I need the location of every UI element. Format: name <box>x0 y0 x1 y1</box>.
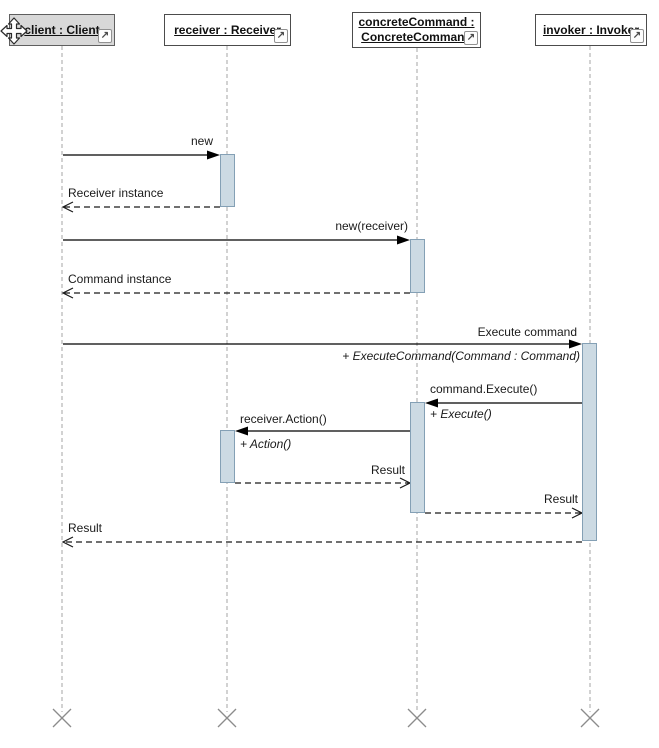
message-label-new-receiver: new(receiver) <box>335 219 408 233</box>
navigate-icon[interactable]: ↗ <box>464 31 478 45</box>
message-label-execute-command: Execute command <box>477 325 577 339</box>
navigate-icon[interactable]: ↗ <box>274 29 288 43</box>
message-label-receiver-action: receiver.Action() <box>240 412 327 426</box>
message-label-command-execute: command.Execute() <box>430 382 538 396</box>
activation-receiver-1[interactable] <box>220 154 235 207</box>
message-label-receiver-instance: Receiver instance <box>68 186 164 200</box>
activation-concrete-command-1[interactable] <box>410 239 425 293</box>
message-operation-execute-command: + ExecuteCommand(Command : Command) <box>342 349 580 363</box>
lifeline-header-receiver-label: receiver : Receiver <box>174 22 281 37</box>
message-label-result-2: Result <box>543 492 578 506</box>
lifeline-header-concrete-command-label1: concreteCommand : <box>358 15 475 29</box>
message-arrow-execute-command[interactable] <box>63 339 582 349</box>
message-operation-action: + Action() <box>240 437 292 451</box>
destruction-x-invoker[interactable] <box>580 708 600 728</box>
message-label-result-1: Result <box>370 463 405 477</box>
message-arrow-command-instance[interactable] <box>61 287 410 299</box>
lifeline-header-invoker[interactable]: invoker : Invoker ↗ <box>535 14 647 46</box>
destruction-x-concrete-command[interactable] <box>407 708 427 728</box>
message-arrow-result-to-client[interactable] <box>61 536 582 548</box>
message-arrow-new-receiver[interactable] <box>63 235 410 245</box>
message-arrow-receiver-action[interactable] <box>235 426 410 436</box>
lifeline-header-receiver[interactable]: receiver : Receiver ↗ <box>164 14 291 46</box>
lifeline-header-concrete-command[interactable]: concreteCommand : ConcreteCommand ↗ <box>352 12 481 48</box>
lifeline-header-client-label: client : Client <box>24 22 100 37</box>
activation-receiver-2[interactable] <box>220 430 235 483</box>
activation-concrete-command-2[interactable] <box>410 402 425 513</box>
message-label-result-3: Result <box>68 521 103 535</box>
activation-invoker[interactable] <box>582 343 597 541</box>
lifeline-header-client[interactable]: client : Client ↗ <box>9 14 115 46</box>
lifeline-header-invoker-label: invoker : Invoker <box>542 22 640 37</box>
message-label-command-instance: Command instance <box>68 272 172 286</box>
destruction-x-receiver[interactable] <box>217 708 237 728</box>
message-arrow-command-execute[interactable] <box>425 398 582 408</box>
message-operation-execute: + Execute() <box>430 407 492 421</box>
message-arrow-result-to-invoker[interactable] <box>425 507 584 519</box>
lifeline-header-concrete-command-label2: ConcreteCommand <box>361 30 472 44</box>
destruction-x-client[interactable] <box>52 708 72 728</box>
navigate-icon[interactable]: ↗ <box>98 29 112 43</box>
message-arrow-result-to-concrete[interactable] <box>235 477 412 489</box>
move-cursor-icon <box>0 17 28 45</box>
navigate-icon[interactable]: ↗ <box>630 29 644 43</box>
message-arrow-receiver-instance[interactable] <box>61 201 220 213</box>
message-arrow-new[interactable] <box>63 150 220 160</box>
message-label-new: new <box>190 134 213 148</box>
